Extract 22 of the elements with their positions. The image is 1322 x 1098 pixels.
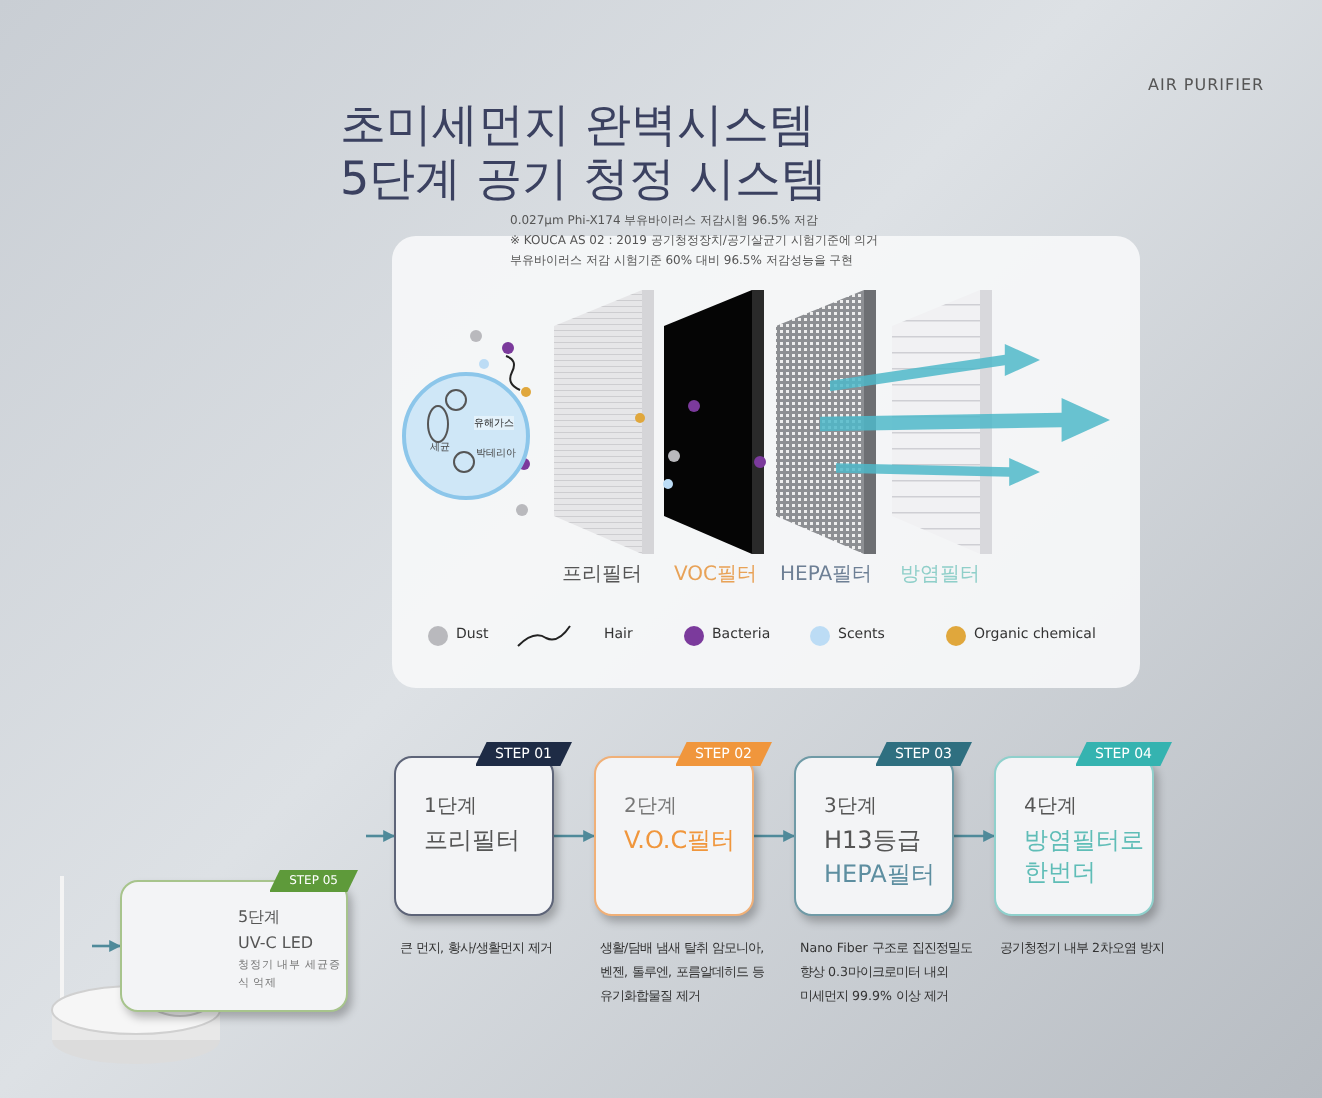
arrow	[366, 830, 396, 842]
step-text: 방염필터로 한번더	[1024, 824, 1146, 888]
step-number: 4단계	[1024, 794, 1079, 822]
step-number: 2단계	[624, 794, 679, 822]
step-number: 1단계	[424, 794, 479, 822]
filter-label: 프리필터	[562, 562, 642, 588]
title: 초미세먼지 완벽시스템 5단계 공기 청정 시스템	[340, 100, 830, 208]
heading-label: AIR PURIFIER	[1148, 76, 1265, 94]
filter-label: 방염필터	[900, 562, 980, 588]
filter-label: HEPA필터	[780, 562, 873, 588]
filter-label: VOC필터	[674, 562, 758, 588]
arrow	[92, 940, 122, 952]
step-text: V.O.C필터	[624, 824, 738, 856]
step-number: 3단계	[824, 794, 879, 822]
step-number: 5단계	[238, 906, 283, 930]
arrow	[554, 830, 596, 842]
step-text: HEPA필터	[824, 858, 937, 890]
step-text: 프리필터	[424, 824, 522, 856]
step-text: UV-C LED	[238, 932, 316, 956]
step-text: H13등급	[824, 824, 923, 856]
arrow	[954, 830, 996, 842]
arrow	[754, 830, 796, 842]
